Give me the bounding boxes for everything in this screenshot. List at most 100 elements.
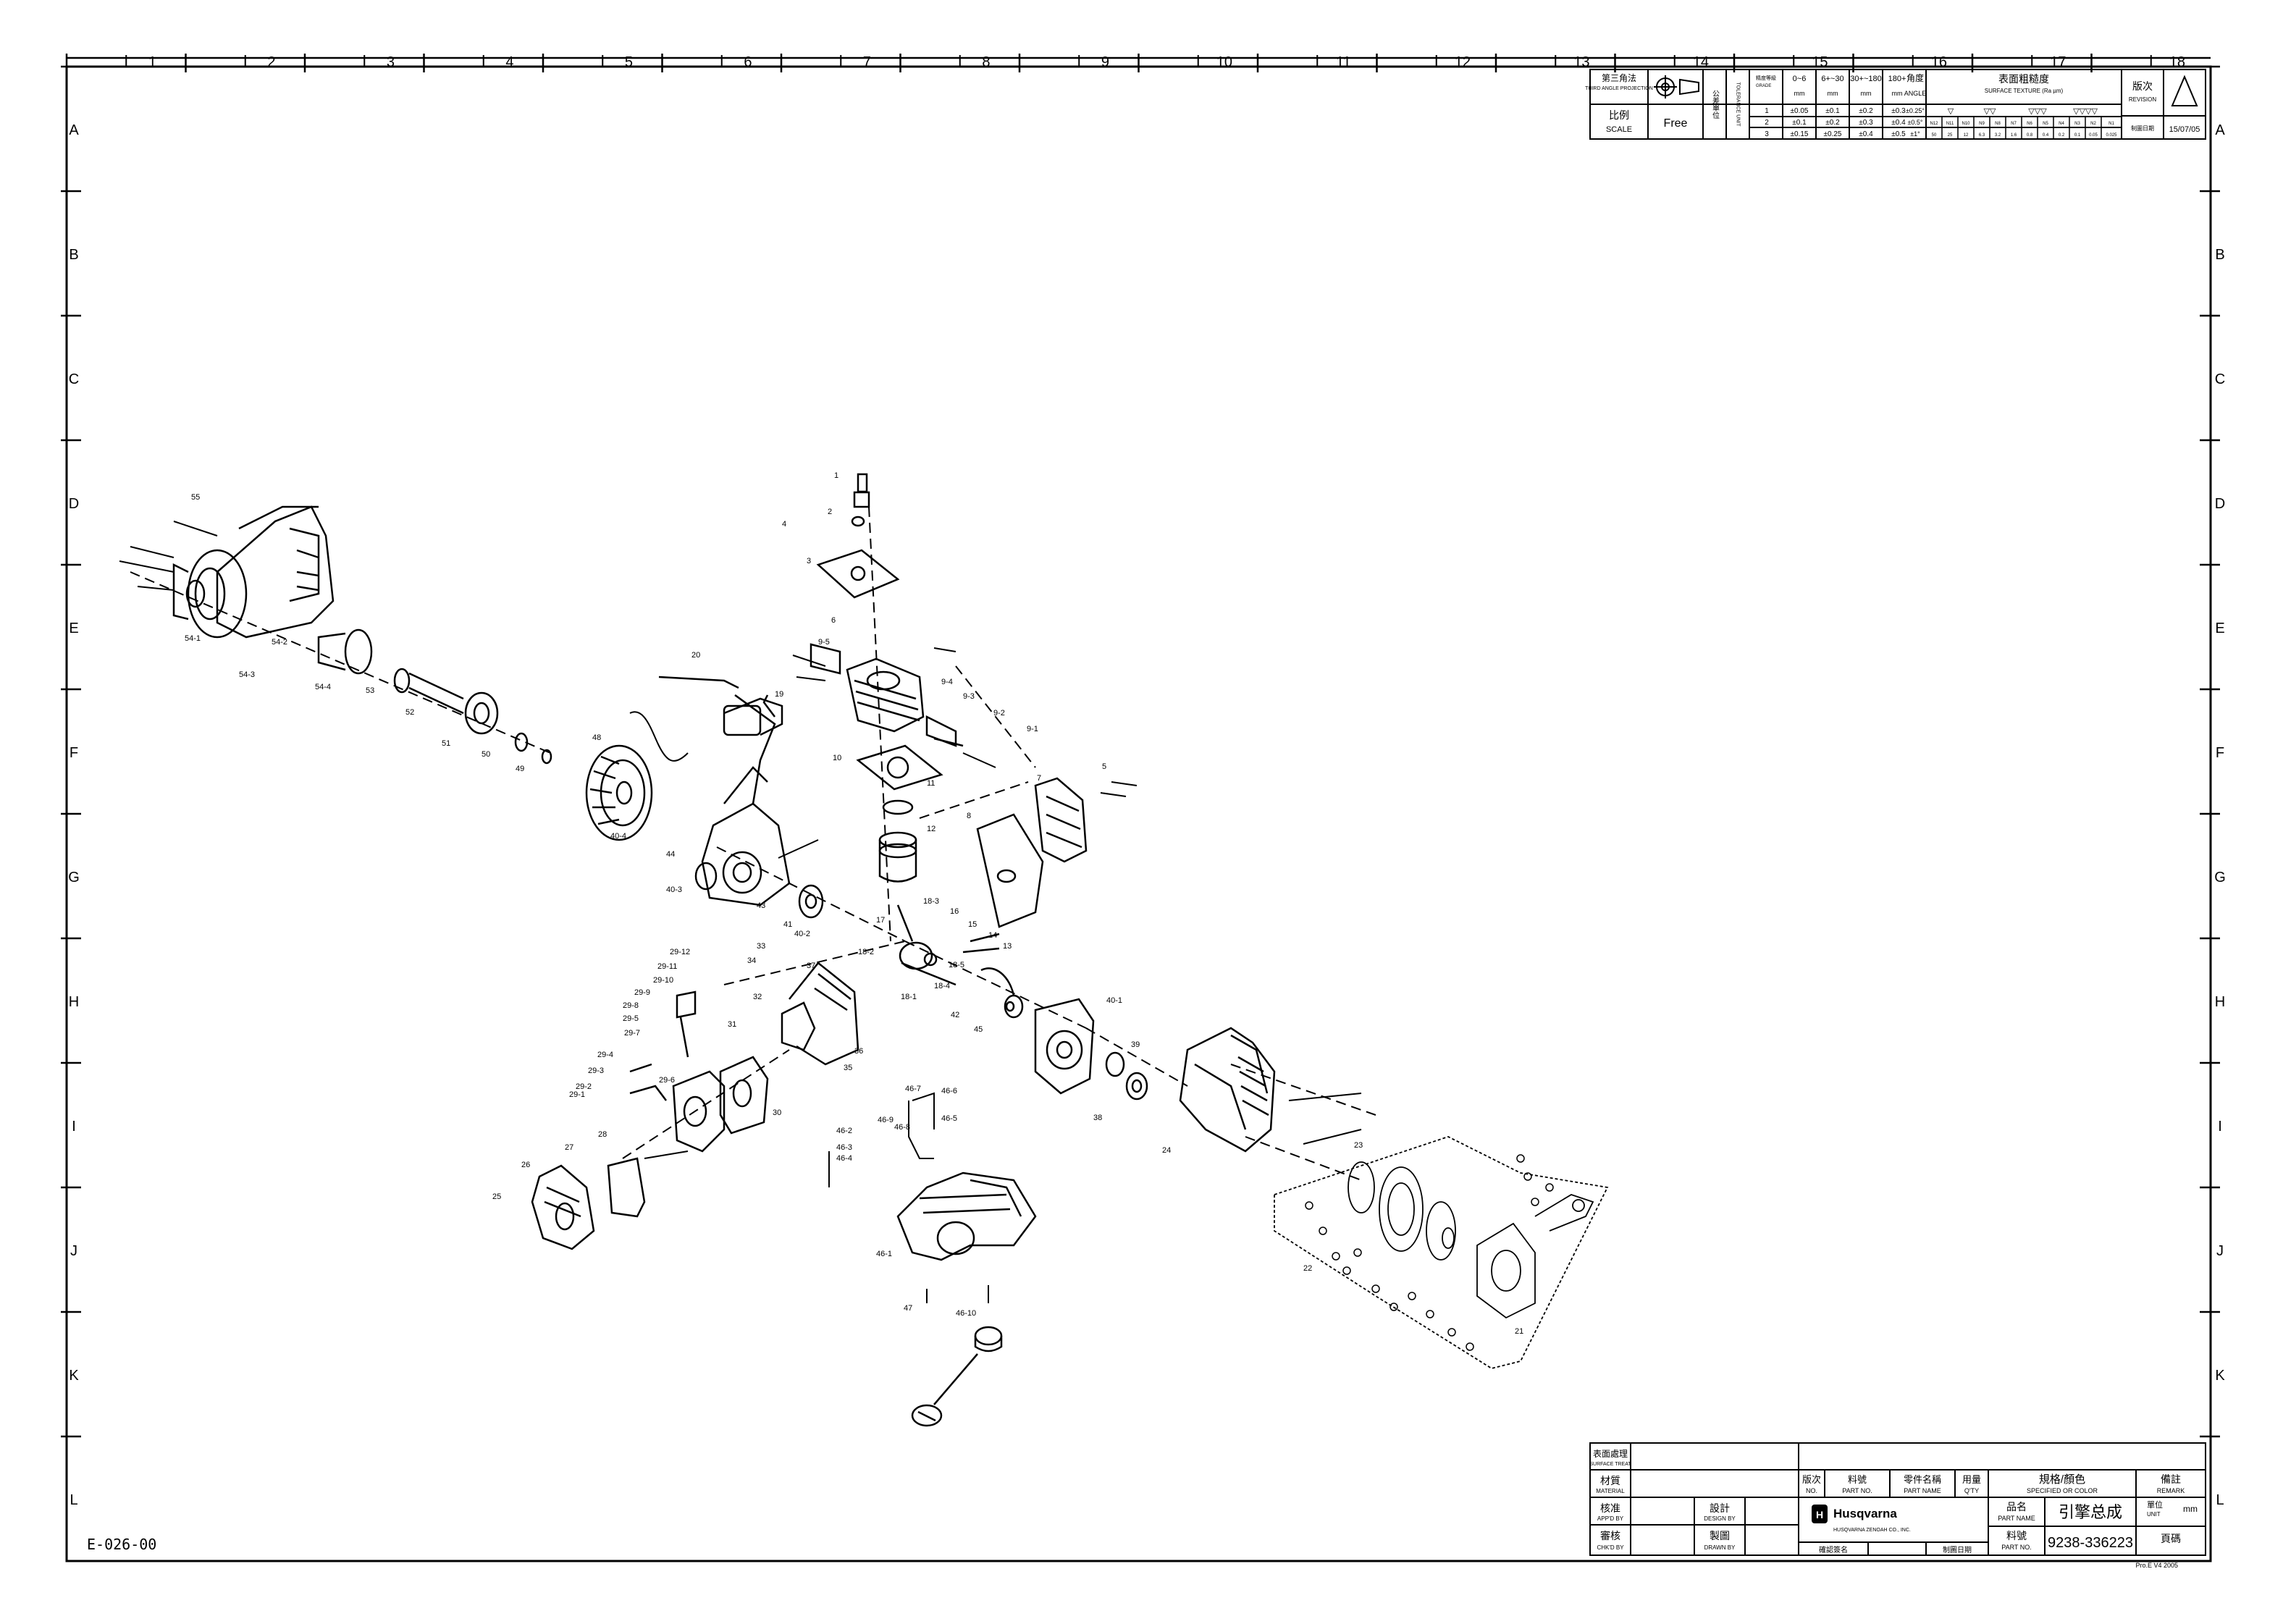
name-label-en: PART NAME [1998, 1515, 2035, 1522]
callout-label: 14 [988, 931, 997, 940]
callout-label: 17 [876, 916, 885, 925]
callout-label: 43 [757, 901, 765, 910]
tolerance-value: ±0.3 [1891, 107, 1906, 115]
cylinder-gasket-drawing [856, 744, 943, 791]
callout-label: 52 [405, 708, 414, 717]
company-subtitle: HUSQVARNA ZENOAH CO., INC. [1833, 1528, 1911, 1533]
number-label-en: PART NO. [2001, 1544, 2032, 1551]
texture-value: 12 [1964, 133, 1969, 138]
callout-label: 32 [753, 993, 762, 1001]
scale-label: 比例 [1609, 109, 1629, 121]
zone-row-label: L [2216, 1492, 2224, 1508]
zone-column-label: 5 [625, 54, 633, 70]
texture-grade: N8 [1995, 122, 2001, 126]
page-label: 頁碼 [2161, 1533, 2181, 1544]
callout-label: 40-1 [1106, 996, 1122, 1005]
callout-label: 40-3 [666, 885, 682, 894]
size-header: 180+ [1888, 75, 1906, 83]
drawn-label: 製圖 [1710, 1530, 1730, 1541]
surface-label: 表面處理 [1593, 1449, 1628, 1459]
callout-label: 46-6 [941, 1087, 957, 1095]
revision-label-en: REVISION [2129, 96, 2156, 103]
callout-label: 4 [782, 520, 786, 529]
svg-text:H: H [1816, 1509, 1823, 1520]
callout-label: 54-1 [185, 634, 201, 643]
zone-row-label: F [2216, 745, 2224, 761]
zone-column-label: 11 [1336, 54, 1351, 70]
callout-label: 27 [565, 1143, 573, 1152]
callout-label: 5 [1102, 762, 1106, 771]
callout-label: 29-11 [657, 962, 677, 971]
scale-label-en: SCALE [1606, 125, 1632, 134]
callout-label: 41 [783, 920, 792, 929]
projection-symbol-icon [1654, 75, 1699, 98]
qty-label: 用量 [1962, 1474, 1981, 1485]
zone-row-label: I [72, 1119, 76, 1135]
wire-drawing [629, 711, 689, 762]
callout-label: 28 [598, 1130, 607, 1139]
tolerance-value: ±0.3 [1859, 119, 1873, 127]
callout-label: 29-1 [569, 1090, 585, 1099]
scale-value: Free [1664, 117, 1688, 130]
fuel-cap-drawing [911, 1326, 1003, 1427]
projection-label-en: THIRD ANGLE PROJECTION [1585, 86, 1653, 91]
zone-row-label: B [2215, 247, 2224, 263]
unit-label: 單位 [2147, 1499, 2163, 1510]
bearing-drawing [798, 884, 1148, 1101]
tolerance-value: ±0.05 [1791, 107, 1809, 115]
texture-title: 表面粗糙度 [1998, 73, 2049, 85]
angle-tolerance: ±0.25° [1906, 107, 1925, 114]
callout-label: 29-12 [670, 948, 690, 956]
size-header: 6+~30 [1821, 75, 1843, 83]
revision-label: 版次 [2132, 80, 2153, 92]
callout-label: 39 [1131, 1040, 1140, 1049]
grade-label: 精度等級 [1756, 75, 1776, 81]
tolerance-label: 公差單位 [1711, 90, 1720, 119]
texture-grade: N2 [2090, 122, 2096, 126]
shaft-assembly-drawing [317, 628, 552, 765]
callout-label: 33 [757, 942, 765, 951]
drawing-date-label: 制圖日期 [1943, 1545, 1972, 1554]
revision-date: 15/07/05 [2169, 125, 2200, 134]
texture-value: 1.6 [2011, 133, 2017, 138]
zone-row-label: H [2215, 994, 2225, 1010]
zone-column-label: 3 [387, 54, 395, 70]
texture-symbol: ▽ [1948, 107, 1954, 116]
husqvarna-logo-icon: H [1812, 1505, 1828, 1523]
tolerance-texture-grid [1941, 117, 2102, 139]
callout-label: 24 [1162, 1146, 1171, 1155]
callout-label: 1 [834, 471, 838, 480]
name-label: 品名 [2006, 1501, 2027, 1512]
revision-triangle-icon [2171, 75, 2198, 106]
callout-label: 29-8 [623, 1001, 639, 1010]
callout-label: 18-1 [901, 993, 917, 1001]
callout-label: 46-3 [836, 1143, 852, 1152]
starter-part-markers [1305, 1154, 1554, 1351]
callout-labels: 1 2 3 4 5 6 7 8 9-1 9-2 9-3 9-4 9-5 10 1… [185, 471, 1523, 1336]
remark-label-en: REMARK [2157, 1487, 2185, 1494]
revision-date-label: 制圖日期 [2131, 125, 2154, 132]
company-name: Husqvarna [1833, 1507, 1897, 1520]
zone-row-label: L [70, 1492, 77, 1508]
zone-column-label: 10 [1216, 54, 1232, 70]
texture-grade: N7 [2011, 122, 2017, 126]
texture-symbol: ▽▽▽ [2028, 107, 2047, 116]
callout-label: 53 [366, 686, 374, 695]
design-label: 設計 [1710, 1502, 1730, 1514]
callout-label: 11 [927, 779, 935, 788]
tolerance-value: ±0.1 [1825, 107, 1840, 115]
zone-column-label: 13 [1573, 54, 1589, 70]
callout-label: 55 [191, 493, 200, 502]
texture-value: 0.05 [2089, 133, 2098, 138]
remark-label: 備註 [2161, 1473, 2181, 1485]
tolerance-value: ±0.15 [1791, 130, 1809, 138]
texture-value: 0.2 [2059, 133, 2065, 138]
callout-label: 29-3 [588, 1066, 604, 1075]
callout-label: 10 [833, 754, 841, 762]
callout-label: 29-2 [576, 1082, 592, 1091]
callout-label: 9-1 [1027, 725, 1038, 733]
fuel-line-drawing [828, 1092, 935, 1187]
tolerance-value: ±0.5 [1891, 130, 1906, 138]
